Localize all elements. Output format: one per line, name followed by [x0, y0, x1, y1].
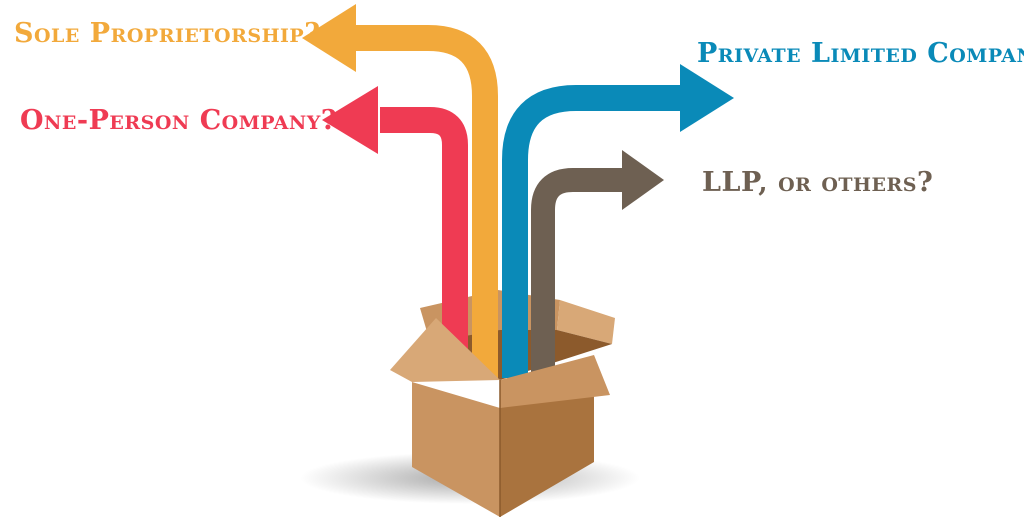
arrow-llp-head [622, 150, 664, 210]
box-front [390, 318, 610, 517]
label-private-limited-company: Private Limited Company? [697, 38, 1024, 69]
arrow-opc-head [322, 86, 378, 154]
arrow-sole-shaft [352, 25, 498, 380]
box-front-left-face [412, 382, 500, 517]
arrow-plc-head [680, 64, 734, 132]
box-left-flap [390, 318, 500, 382]
box-right-flap [500, 355, 610, 408]
arrow-sole-head [302, 4, 356, 72]
arrow-llp-or-others [531, 150, 664, 374]
arrow-plc-shaft [502, 85, 683, 378]
arrow-opc-shaft [380, 107, 468, 372]
label-sole-proprietorship: Sole Proprietorship? [14, 18, 321, 49]
box-front-right-face [500, 378, 594, 517]
arrow-sole-proprietorship [302, 4, 498, 380]
box-back-right-flap [557, 300, 615, 344]
label-llp-or-others: LLP, or others? [702, 167, 934, 198]
arrow-private-limited-company [502, 64, 734, 378]
arrow-llp-shaft [531, 168, 625, 374]
arrow-one-person-company [322, 86, 468, 372]
label-one-person-company: One-Person Company? [20, 105, 338, 136]
